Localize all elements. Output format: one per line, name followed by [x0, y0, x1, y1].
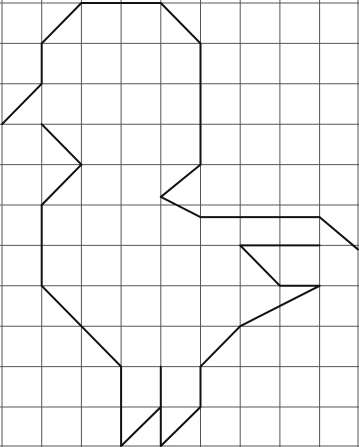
- figure-background: [0, 0, 359, 447]
- grid-figure: [0, 0, 359, 447]
